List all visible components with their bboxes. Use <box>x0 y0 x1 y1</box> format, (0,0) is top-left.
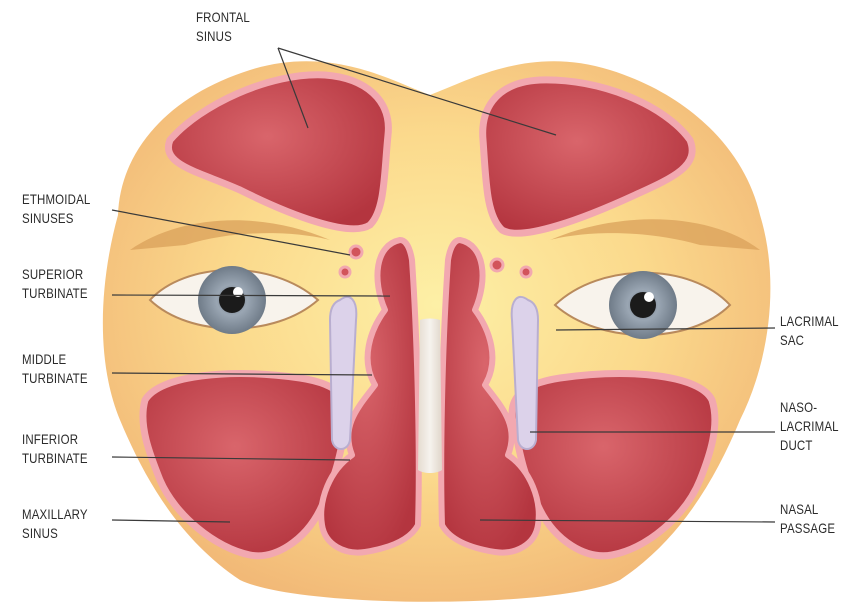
label-inferior-turbinate: INFERIOR TURBINATE <box>22 430 88 468</box>
label-maxillary-sinus: MAXILLARY SINUS <box>22 505 88 543</box>
label-line: SINUS <box>22 524 88 543</box>
label-middle-turbinate: MIDDLE TURBINATE <box>22 350 88 388</box>
nasal-septum <box>418 319 442 474</box>
label-line: NASO- <box>780 398 839 417</box>
label-line: TURBINATE <box>22 449 88 468</box>
label-line: MAXILLARY <box>22 505 88 524</box>
label-line: SINUSES <box>22 209 90 228</box>
label-line: FRONTAL <box>196 8 250 27</box>
label-frontal-sinus: FRONTAL SINUS <box>196 8 250 46</box>
label-line: DUCT <box>780 436 839 455</box>
label-line: PASSAGE <box>780 519 835 538</box>
label-line: SINUS <box>196 27 250 46</box>
label-line: LACRIMAL <box>780 312 839 331</box>
label-nasal-passage: NASAL PASSAGE <box>780 500 835 538</box>
label-line: MIDDLE <box>22 350 88 369</box>
label-lacrimal-sac: LACRIMAL SAC <box>780 312 839 350</box>
label-line: NASAL <box>780 500 835 519</box>
label-line: SUPERIOR <box>22 265 88 284</box>
label-ethmoidal-sinuses: ETHMOIDAL SINUSES <box>22 190 90 228</box>
label-superior-turbinate: SUPERIOR TURBINATE <box>22 265 88 303</box>
label-line: TURBINATE <box>22 284 88 303</box>
label-nasolacrimal-duct: NASO- LACRIMAL DUCT <box>780 398 839 455</box>
label-line: ETHMOIDAL <box>22 190 90 209</box>
label-line: SAC <box>780 331 839 350</box>
label-line: TURBINATE <box>22 369 88 388</box>
label-line: LACRIMAL <box>780 417 839 436</box>
label-line: INFERIOR <box>22 430 88 449</box>
